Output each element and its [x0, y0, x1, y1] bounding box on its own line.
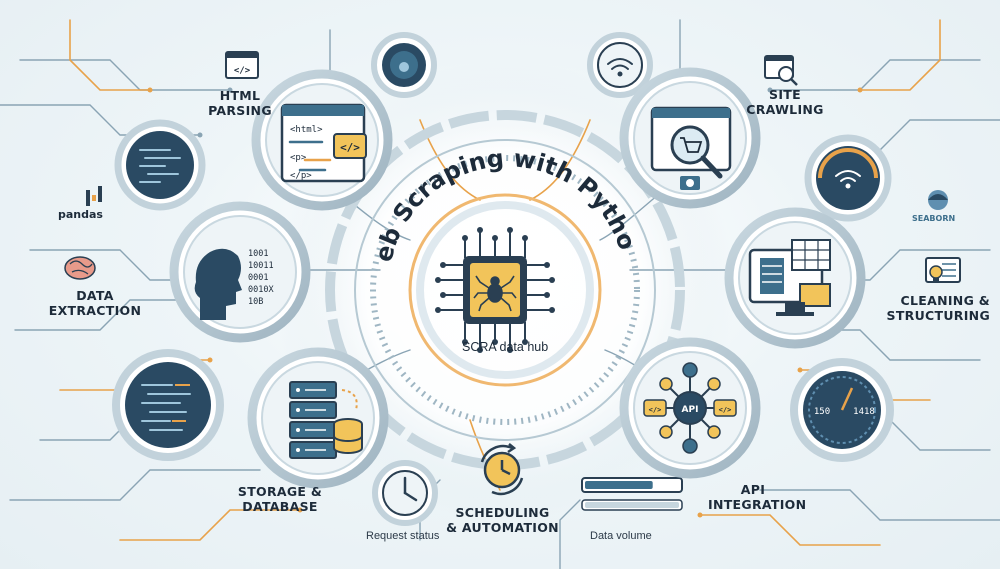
signal-gauge-icon: [804, 134, 892, 222]
code-p-close: </p>: [290, 171, 312, 181]
label-line: API: [740, 482, 766, 497]
binary-line: 10B: [248, 297, 263, 307]
caption-data-volume: Data volume: [590, 530, 652, 542]
binary-line: 0010X: [248, 285, 274, 295]
label-site-crawling: SITE CRAWLING: [740, 87, 830, 117]
binary-line: 10011: [248, 261, 274, 271]
hub-label: SCRA data hub: [462, 340, 549, 354]
clock-icon: [372, 460, 438, 526]
api-node-tag: </>: [649, 406, 662, 414]
label-line: PARSING: [208, 103, 272, 118]
spider-icon: [473, 275, 517, 312]
label-line: CLEANING &: [900, 293, 990, 308]
gauge-value-left: 150: [814, 407, 830, 417]
code-html-open: <html>: [290, 125, 323, 135]
label-line: SCHEDULING: [455, 505, 550, 520]
label-line: INTEGRATION: [708, 497, 807, 512]
label-line: & AUTOMATION: [446, 520, 559, 535]
data-volume-bar: [581, 477, 683, 511]
cleaning-structuring-node: [724, 207, 866, 349]
dashboard-gauge-icon: 150 1418: [790, 358, 894, 462]
site-search-icon: [764, 55, 798, 86]
code-window-tag: </>: [234, 66, 251, 76]
html-parsing-node: <html> <p> </p> </>: [251, 69, 393, 211]
seaborn-logo: [928, 190, 948, 210]
api-integration-node: </> </> API: [619, 337, 761, 479]
label-storage-database: STORAGE & DATABASE: [230, 484, 330, 514]
api-node-tag: </>: [719, 406, 732, 414]
label-line: SITE: [769, 87, 801, 102]
code-screen-icon: [112, 349, 224, 461]
label-api-integration: API INTEGRATION: [708, 482, 807, 512]
code-window-icon: </>: [225, 51, 259, 79]
data-extraction-node: 1001 10011 0001 0010X 10B: [169, 201, 311, 343]
brain-icon: [64, 256, 96, 280]
scheduling-timer-icon: [480, 443, 524, 496]
label-line: EXTRACTION: [48, 303, 142, 318]
code-tag-icon: </>: [340, 141, 360, 154]
label-line: DATABASE: [242, 499, 318, 514]
binary-line: 0001: [248, 273, 268, 283]
api-center-label: API: [682, 405, 699, 415]
storage-database-node: [247, 347, 389, 489]
site-crawling-node: [619, 67, 761, 209]
label-scheduling-automation: SCHEDULING & AUTOMATION: [445, 505, 560, 535]
label-line: STRUCTURING: [886, 308, 990, 323]
label-data-extraction: DATA EXTRACTION: [40, 288, 150, 318]
binary-line: 1001: [248, 249, 268, 259]
wifi-signal-icon: [371, 32, 437, 98]
wifi-signal-icon: [587, 32, 653, 98]
caption-request-status: Request status: [366, 530, 440, 542]
label-line: HTML: [219, 88, 261, 103]
label-cleaning-structuring: CLEANING & STRUCTURING: [860, 293, 990, 323]
pandas-label: pandas: [58, 208, 103, 221]
label-line: CRAWLING: [746, 102, 824, 117]
label-line: DATA: [76, 288, 114, 303]
gauge-value-right: 1418: [853, 407, 875, 417]
label-html-parsing: HTML PARSING: [200, 88, 280, 118]
seaborn-label: SEABORN: [912, 214, 956, 223]
pandas-logo: [86, 186, 102, 206]
label-line: STORAGE &: [237, 484, 323, 499]
code-screen-icon: [114, 119, 206, 211]
spider-chip-icon: [435, 227, 555, 353]
code-p-open: <p>: [290, 153, 307, 163]
lightbulb-board-icon: [925, 257, 961, 283]
